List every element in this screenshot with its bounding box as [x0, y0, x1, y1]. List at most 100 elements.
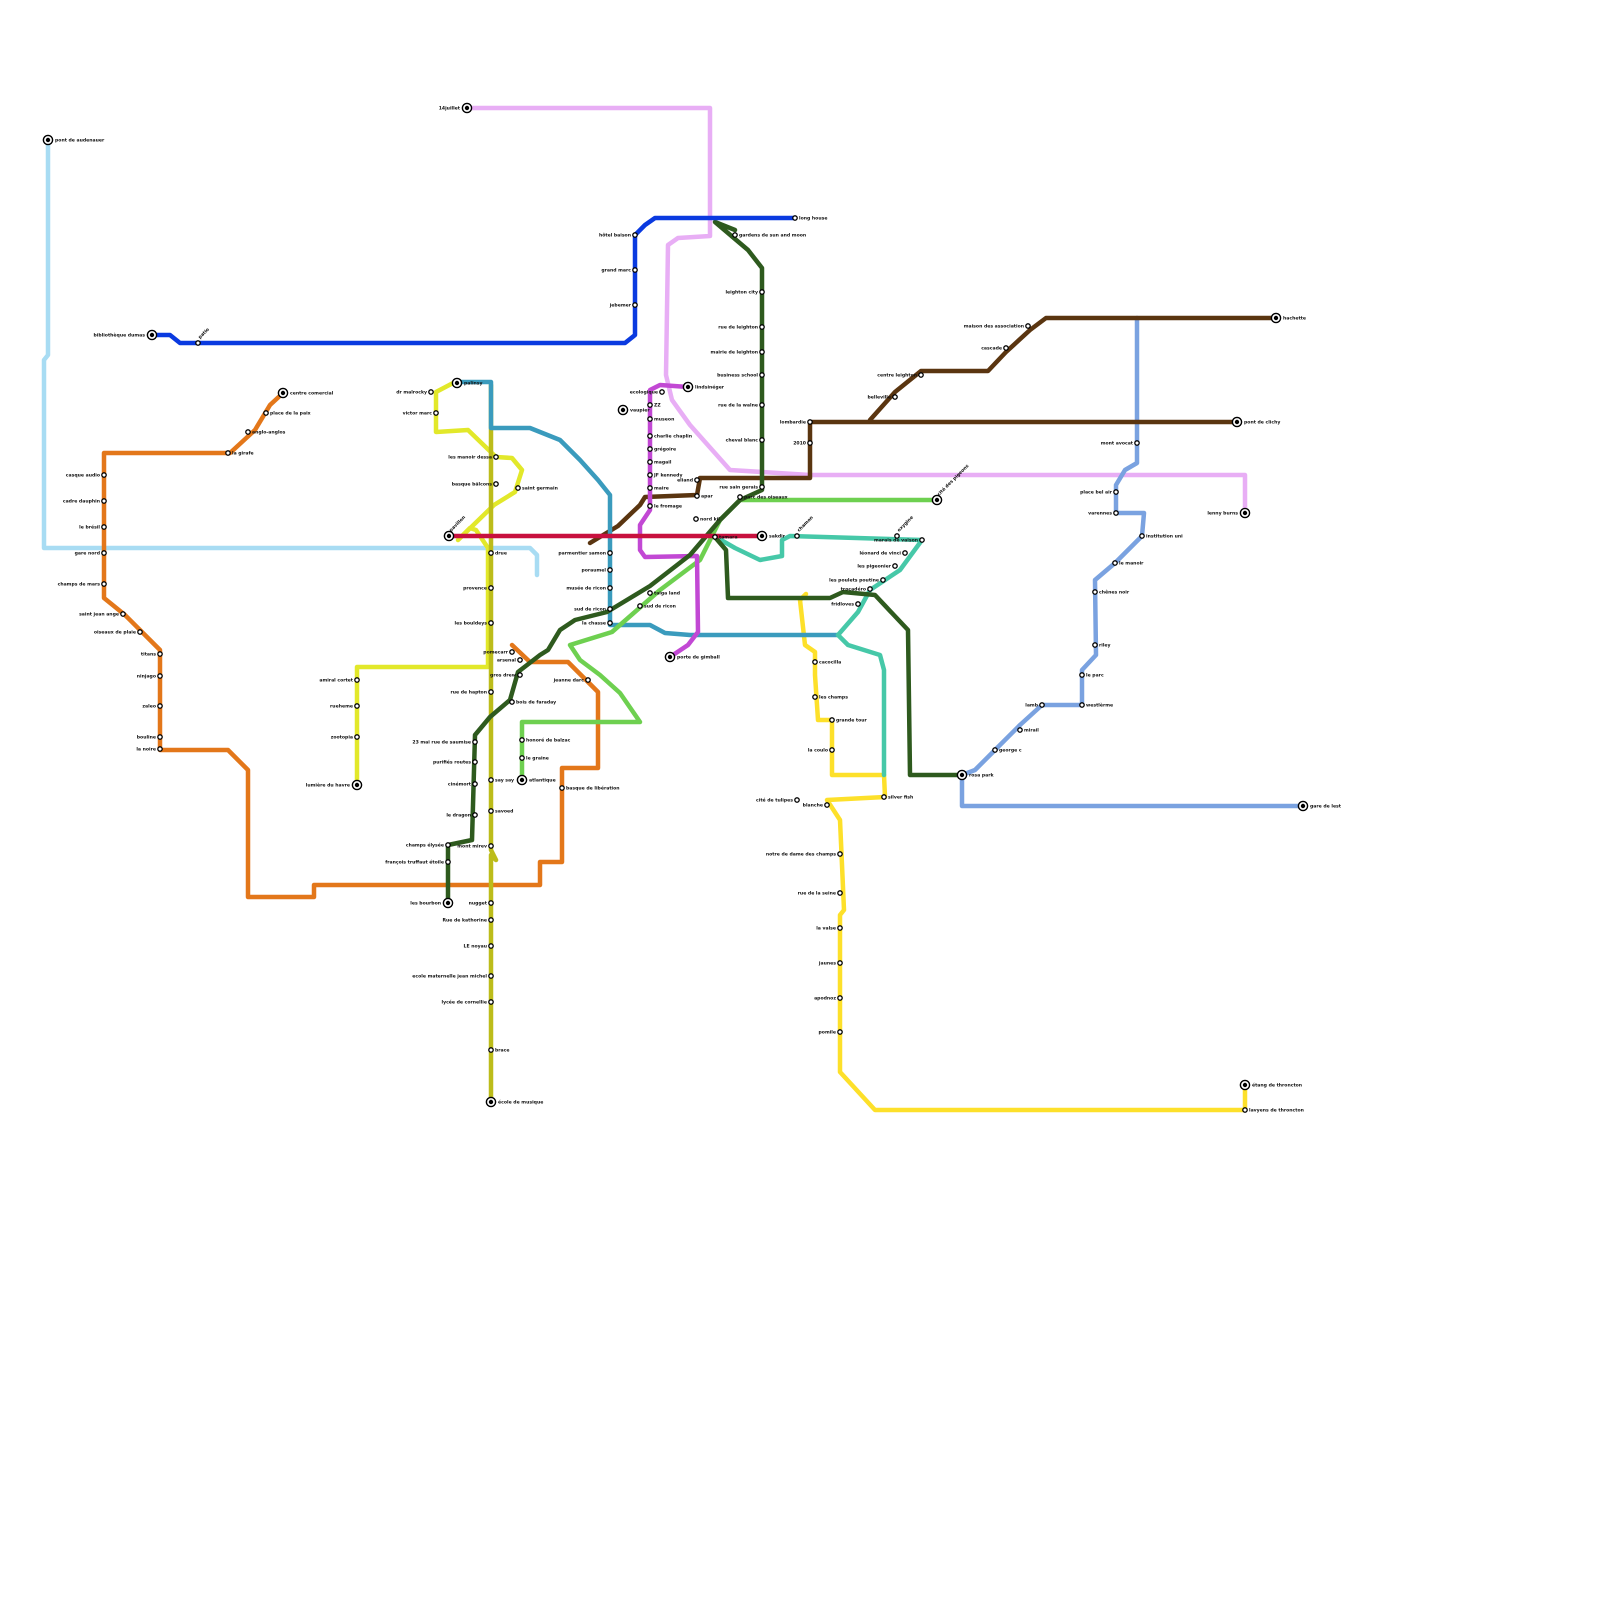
line-dark-green[interactable]: [445, 219, 765, 906]
station-hachette[interactable]: hachette: [1270, 312, 1306, 324]
station-l-onard-de-vinci[interactable]: léonard de vinci: [859, 550, 908, 557]
station-lyc-e-de-cornellie[interactable]: lycée de cornellie: [442, 999, 494, 1006]
line-yellow-green[interactable]: [354, 379, 525, 788]
station-les-pigeonier[interactable]: les pigeonier: [857, 563, 898, 570]
station-basque-de-lib-ration[interactable]: basque de libération: [559, 785, 620, 792]
station-la-coulo[interactable]: la coulo: [808, 747, 835, 754]
line-light-blue[interactable]: [41, 137, 540, 578]
station-blanche[interactable]: blanche: [803, 802, 830, 809]
station-museon[interactable]: museon: [647, 416, 675, 423]
station-14juillet[interactable]: 14juillet: [439, 102, 473, 114]
station-grande-tour[interactable]: grande tour: [829, 717, 868, 724]
station-lombardie[interactable]: lombardie: [780, 419, 813, 426]
station-biblioth-que-dumas[interactable]: bibliothèque dumas: [94, 329, 158, 341]
station-zaleo[interactable]: zaleo: [142, 703, 163, 710]
station-23-mai-rue-de-saumise[interactable]: 23 mai rue de saumise: [412, 739, 478, 746]
station-rue-de-kathorine[interactable]: Rue de kathorine: [442, 917, 494, 924]
station-tang-de-throncton[interactable]: étang de throncton: [1239, 1079, 1302, 1091]
station-zootopia[interactable]: zootopia: [331, 734, 360, 741]
station-nord-kil[interactable]: nord kil: [693, 516, 720, 523]
station-le-br-sil[interactable]: le brésil: [79, 524, 107, 531]
station-rueheme[interactable]: rueheme: [330, 703, 360, 710]
station-bouline[interactable]: bouline: [137, 734, 163, 741]
station-mairie-de-leighton[interactable]: mairie de leighton: [711, 349, 765, 356]
station-zz[interactable]: ZZ: [647, 402, 662, 409]
station-les-poulets-poutine[interactable]: les poulets poutine: [829, 577, 886, 584]
station-notre-de-dame-des-champs[interactable]: notre de dame des champs: [766, 851, 843, 858]
station-champs-lys-e[interactable]: champs élysée: [406, 842, 451, 849]
station-pont-de-clichy[interactable]: pont de clichy: [1231, 416, 1280, 428]
station-varennes[interactable]: varennes: [1088, 510, 1119, 517]
station-rue-de-hapton[interactable]: rue de hapton: [450, 689, 494, 696]
station-saint-germain[interactable]: saint germain: [515, 485, 558, 492]
station-oxygine[interactable]: oxygine: [894, 515, 915, 539]
station-saint-jean-ange[interactable]: saint jean ange: [79, 611, 126, 618]
station-eliand[interactable]: eliand: [677, 477, 700, 484]
station-cin-mort[interactable]: cinémort: [448, 781, 478, 788]
station-purifi-s-routes[interactable]: purifiés routes: [433, 759, 478, 766]
station-cheval-blanc[interactable]: cheval blanc: [726, 437, 765, 444]
station-oiseaux-de-plaie[interactable]: oiseaux de plaie: [94, 629, 143, 636]
station-apodnoz[interactable]: apodnoz: [814, 995, 843, 1002]
station-apar[interactable]: apar: [694, 493, 714, 500]
station-trocad-ro[interactable]: trocadéro: [841, 586, 873, 593]
station-jebemer[interactable]: jebemer: [609, 302, 638, 309]
station-anglo-anglos[interactable]: anglo-anglos: [245, 429, 286, 436]
station-cit-de-tulipes[interactable]: cité de tulipes: [756, 797, 800, 804]
station-mont-avocat[interactable]: mont avocat: [1101, 440, 1140, 447]
station-rue-de-leighton[interactable]: rue de leighton: [718, 324, 765, 331]
station-2010[interactable]: 2010: [793, 440, 813, 447]
station-jaunes[interactable]: jaunes: [818, 960, 843, 967]
station-rue-de-la-walne[interactable]: rue de la walne: [718, 402, 765, 409]
station-jf-kennedy[interactable]: JF kennedy: [647, 472, 683, 479]
station-maire[interactable]: maire: [647, 485, 669, 492]
station-ch-nes-noir[interactable]: chênes noir: [1092, 589, 1130, 596]
station-dr-malrocky[interactable]: dr malrocky: [396, 389, 434, 396]
station-business-school[interactable]: business school: [717, 372, 765, 379]
station-brace[interactable]: brace: [488, 1047, 510, 1054]
station-silver-fish[interactable]: silver fish: [881, 794, 913, 801]
station-cacocilla[interactable]: cacocilla: [812, 659, 841, 666]
line-blue[interactable]: [149, 215, 798, 346]
station-pont-de-audenauer[interactable]: pont de audenauer: [42, 134, 105, 146]
station-victor-marc[interactable]: victor marc: [403, 410, 439, 417]
line-magenta[interactable]: [637, 382, 701, 660]
station-honor-de-balzac[interactable]: honoré de balzac: [519, 737, 571, 744]
station-parc-des-oiseaux[interactable]: parc des oiseaux: [737, 494, 788, 501]
station-titans[interactable]: titans: [141, 651, 163, 658]
station-place-de-la-paix[interactable]: place de la paix: [263, 410, 311, 417]
station-cascade[interactable]: cascade: [981, 345, 1009, 352]
station-pomile[interactable]: pomile: [819, 1029, 843, 1036]
station-belleville[interactable]: belleville: [867, 394, 898, 401]
line-dark-green-2[interactable]: [711, 533, 965, 778]
station-gros-drew[interactable]: gros drew: [490, 672, 523, 679]
line-olive[interactable]: [488, 382, 499, 1105]
station-gare-nord[interactable]: gare nord: [75, 550, 107, 557]
station-arsenal[interactable]: arsenal: [497, 657, 523, 664]
station-mont-mirev[interactable]: mont mirev: [457, 843, 494, 850]
station-say-say[interactable]: say say: [488, 777, 514, 784]
line-brown-2[interactable]: [867, 315, 1279, 423]
station-le-dragon[interactable]: le dragon: [446, 812, 478, 819]
station-sud-de-ricon[interactable]: sud de ricon: [574, 606, 613, 613]
station-le-manoir[interactable]: le manoir: [1112, 560, 1144, 567]
station-bois-de-faraday[interactable]: bois de faraday: [509, 699, 556, 706]
station-atlantique[interactable]: atlantique: [516, 774, 556, 786]
station-lamb[interactable]: lamb: [1025, 702, 1045, 709]
station-poraumel[interactable]: poraumel: [581, 567, 613, 574]
station-le-fromage[interactable]: le fromage: [647, 503, 682, 510]
station-palinsy[interactable]: palinsy: [451, 377, 483, 389]
station-charlie-chaplin[interactable]: charlie chaplin: [647, 433, 692, 440]
station-mus-e-de-ricon[interactable]: musée de ricon: [566, 585, 613, 592]
station-leighton-city[interactable]: leighton city: [725, 289, 765, 296]
station-drue[interactable]: drue: [488, 550, 507, 557]
line-turquoise[interactable]: [711, 533, 925, 778]
station-rue-sain-gerais[interactable]: rue sain gerais: [719, 484, 765, 491]
station-grand-marc[interactable]: grand marc: [601, 267, 638, 274]
station-lindsin-ger[interactable]: lindsinéger: [682, 381, 725, 393]
station-gr-goire[interactable]: grégoire: [647, 446, 676, 453]
station-la-chasse[interactable]: la chasse: [582, 620, 613, 627]
station-nugget[interactable]: nugget: [469, 900, 494, 907]
station-parmentier-samon[interactable]: parmentier samon: [558, 550, 613, 557]
station-taiga-land[interactable]: taiga land: [647, 590, 680, 597]
